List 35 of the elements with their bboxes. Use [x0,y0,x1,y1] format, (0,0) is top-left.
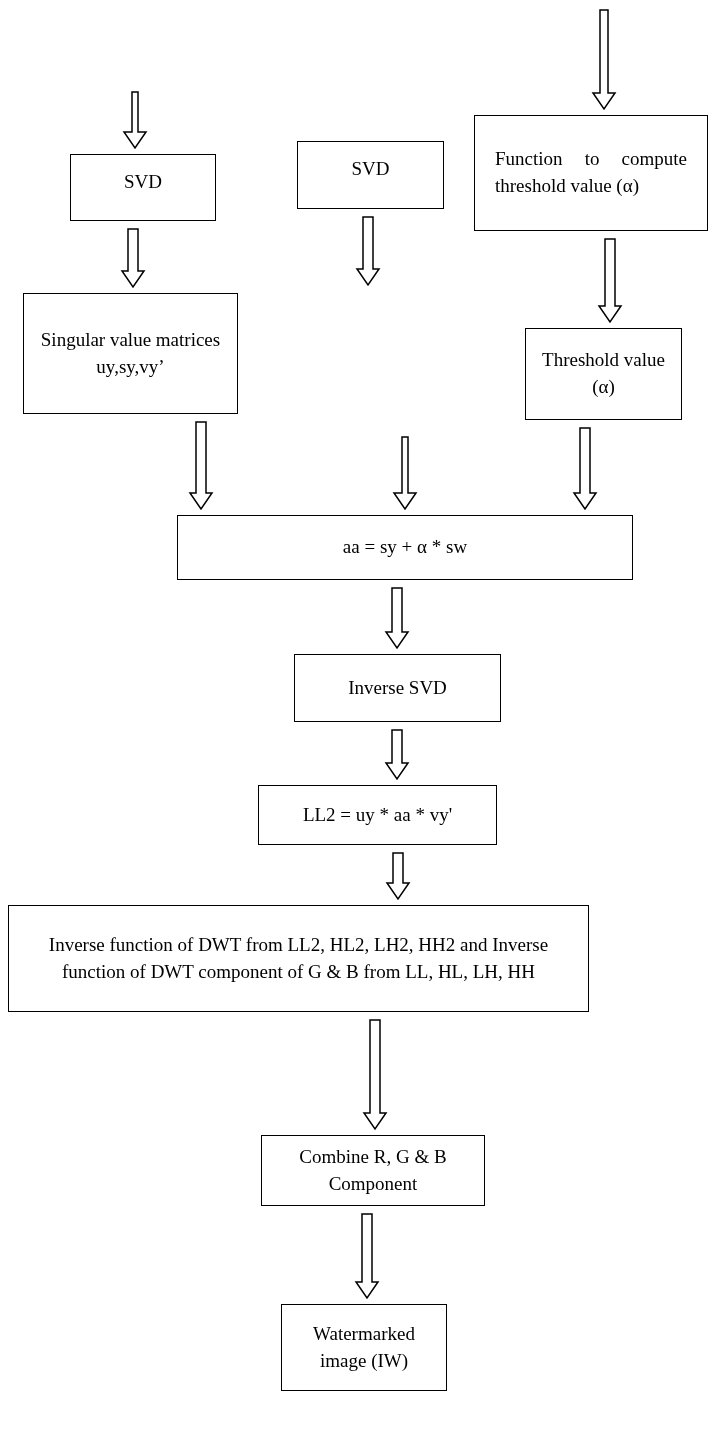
box-text: LL2 = uy * aa * vy' [301,802,454,827]
box-text: Watermarked image (IW) [312,1321,416,1373]
block-arrow [384,587,410,650]
box-text: aa = sy + α * sw [341,535,469,560]
block-arrow [122,91,148,150]
box-text: Inverse SVD [347,675,448,700]
block-arrow [597,238,623,324]
block-arrow [354,1213,380,1300]
block-arrow [188,421,214,511]
process-box [474,115,708,231]
process-box [177,515,633,580]
box-text: SVD [350,157,391,181]
box-text: Combine R, G & B Component [298,1144,448,1196]
block-arrow [120,228,146,289]
box-text: Singular value matrices uy,sy,vy’ [39,327,222,379]
process-box [297,141,444,209]
block-arrow [572,427,598,511]
block-arrow [385,852,411,901]
process-box [258,785,497,845]
block-arrow [362,1019,388,1131]
process-box [281,1304,447,1391]
block-arrow [355,216,381,287]
box-text: SVD [123,170,163,194]
process-box [70,154,216,221]
process-box [261,1135,485,1206]
box-text: Threshold value (α) [541,348,666,399]
box-text: Function to compute threshold value (α) [495,147,687,198]
box-text: Inverse function of DWT from LL2, HL2, LH2, HH2 and Inverse function of DWT component of G & B from LL, HL, LH, HH [47,932,550,984]
process-box [8,905,589,1012]
process-box [294,654,501,722]
process-box [23,293,238,414]
block-arrow [384,729,410,781]
block-arrow [591,9,617,111]
block-arrow [392,436,418,511]
process-box [525,328,682,420]
